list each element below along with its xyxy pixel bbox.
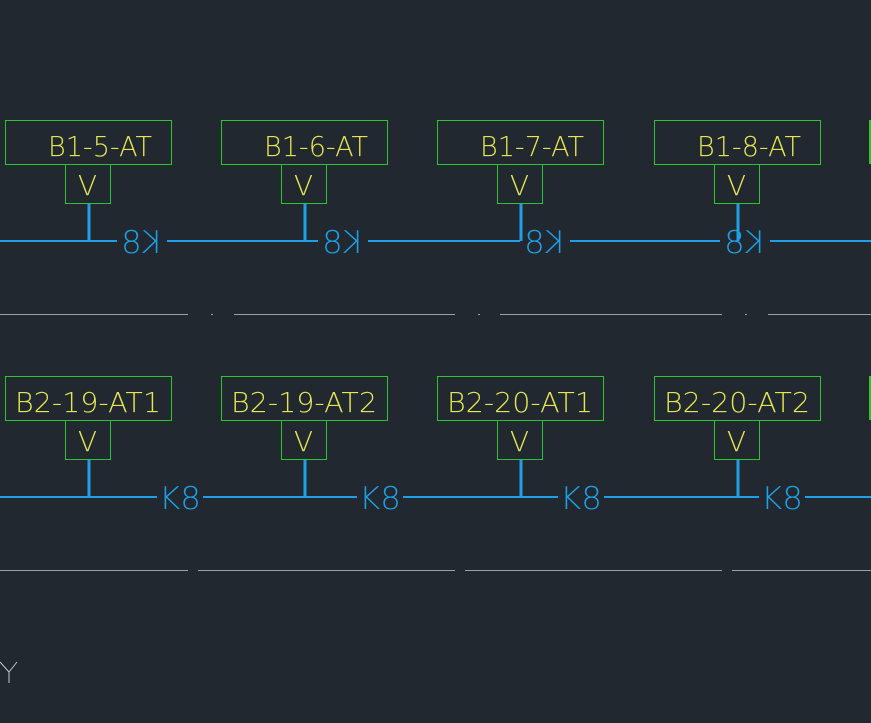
device-b1-8-at: B1-8-AT V xyxy=(654,120,821,241)
schematic-row-1: B1-5-AT V B1-6-AT V B1-7-AT V B1-8-AT V K8 K8 K8 K8 xyxy=(0,120,871,315)
device-tag-label: B1-8-AT xyxy=(697,130,801,163)
device-tag-label: B1-7-AT xyxy=(480,130,584,163)
contact-label: V xyxy=(78,425,97,458)
contact-label: V xyxy=(727,425,746,458)
device-tag-label: B1-5-AT xyxy=(48,130,152,163)
ucs-axis-y-label: Y xyxy=(22,685,23,687)
cable-label: K8 xyxy=(359,481,401,517)
contact-box xyxy=(65,164,111,204)
contact-label: V xyxy=(294,169,313,202)
cable-label: K8 xyxy=(724,225,766,261)
contact-box xyxy=(281,420,327,460)
schematic-row-2: B2-19-AT1VB2-19-AT2VB2-20-AT1VB2-20-AT2V… xyxy=(0,376,871,571)
cable-label: K8 xyxy=(159,481,201,517)
contact-label: V xyxy=(294,425,313,458)
device-tag-label: B2-20-AT2 xyxy=(664,386,810,419)
device-tag-label: B2-19-AT1 xyxy=(15,386,161,419)
contact-box xyxy=(281,164,327,204)
contact-box xyxy=(714,420,760,460)
device-b1-5-at: B1-5-AT V xyxy=(5,120,172,241)
cable-label: K8 xyxy=(121,225,163,261)
contact-label: V xyxy=(78,169,97,202)
contact-label: V xyxy=(727,169,746,202)
device-b1-7-at: B1-7-AT V xyxy=(437,120,604,241)
device-tag-label: B2-19-AT2 xyxy=(231,386,377,419)
device-tag-label: B1-6-AT xyxy=(264,130,368,163)
ucs-icon: Y xyxy=(0,661,23,687)
contact-box xyxy=(65,420,111,460)
cable-label: K8 xyxy=(560,481,602,517)
contact-box xyxy=(497,420,543,460)
contact-box xyxy=(497,164,543,204)
contact-label: V xyxy=(510,169,529,202)
device-b1-6-at: B1-6-AT V xyxy=(221,120,388,241)
contact-box xyxy=(714,164,760,204)
cable-label: K8 xyxy=(524,225,566,261)
contact-label: V xyxy=(510,425,529,458)
cable-label: K8 xyxy=(322,225,364,261)
cable-label: K8 xyxy=(761,481,803,517)
device-tag-label: B2-20-AT1 xyxy=(447,386,593,419)
